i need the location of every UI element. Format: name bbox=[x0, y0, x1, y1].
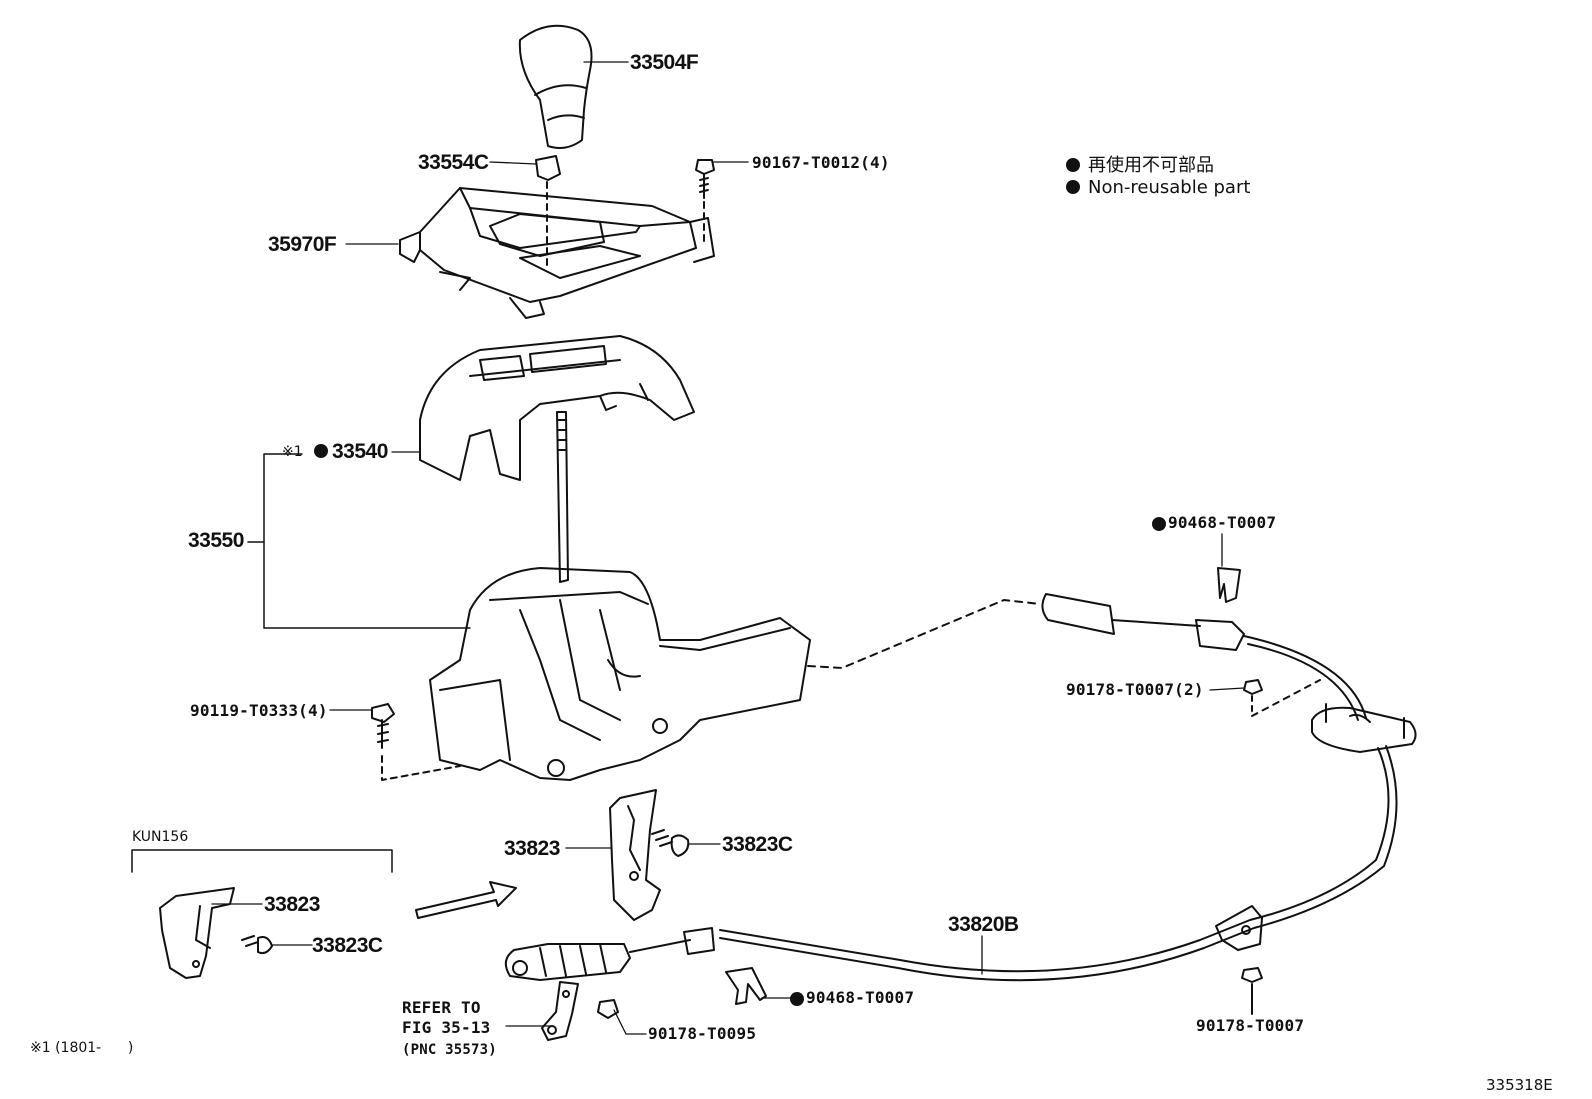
legend-japanese-text: 再使用不可部品 bbox=[1088, 155, 1214, 176]
non-reusable-dot-icon bbox=[790, 992, 804, 1006]
label-clip-bottom: 90468-T0007 bbox=[806, 988, 915, 1007]
legend-english-text: Non-reusable part bbox=[1088, 177, 1251, 198]
label-variant-bracket: 33823 bbox=[264, 893, 320, 916]
cable-end-lower bbox=[504, 927, 715, 981]
label-knob: 33504F bbox=[630, 51, 699, 74]
screw-33823c bbox=[651, 829, 690, 857]
leader-lines bbox=[211, 61, 1245, 1035]
cable-bracket-plate bbox=[1311, 703, 1417, 753]
label-nut-right: 90178-T0007(2) bbox=[1066, 680, 1204, 699]
label-cable: 33820B bbox=[948, 913, 1019, 936]
cable-end-upper bbox=[1041, 567, 1245, 651]
cable-clamp bbox=[1215, 905, 1263, 1015]
non-reusable-dot-icon bbox=[314, 444, 328, 458]
label-nut-bottom: 90178-T0095 bbox=[648, 1024, 757, 1043]
shift-knob bbox=[518, 24, 593, 149]
variant-bracket-line bbox=[131, 849, 393, 873]
shift-button bbox=[535, 155, 561, 181]
label-variant-tag: KUN156 bbox=[132, 829, 189, 845]
shift-rod bbox=[556, 411, 569, 583]
label-note-mark: ※1 bbox=[282, 444, 303, 460]
bracket-33823 bbox=[609, 789, 661, 921]
bolt-90119 bbox=[371, 703, 461, 781]
nut-90178-upper bbox=[1243, 679, 1321, 717]
label-variant-screw: 33823C bbox=[312, 934, 383, 957]
non-reusable-dot-icon bbox=[1152, 517, 1166, 531]
refer-bracket bbox=[541, 981, 579, 1041]
shift-cover bbox=[419, 335, 695, 481]
label-lever-assy: 33550 bbox=[188, 529, 244, 552]
clip-lower bbox=[725, 967, 767, 1005]
direction-arrow bbox=[415, 881, 517, 919]
label-refer-line3: (PNC 35573) bbox=[402, 1042, 497, 1058]
label-figure-id: 335318E bbox=[1486, 1076, 1553, 1094]
non-reusable-dot-icon bbox=[1066, 180, 1080, 194]
nut-90178-lower bbox=[597, 999, 619, 1019]
label-button: 33554C bbox=[418, 151, 489, 174]
label-footnote: ※1 (1801- ) bbox=[30, 1040, 134, 1056]
label-refer-line1: REFER TO bbox=[402, 998, 481, 1017]
variant-bracket bbox=[159, 887, 235, 979]
non-reusable-dot-icon bbox=[1066, 158, 1080, 172]
label-bolt-left: 90119-T0333(4) bbox=[190, 701, 328, 720]
label-clip-top: 90468-T0007 bbox=[1168, 513, 1277, 532]
label-screw-top: 90167-T0012(4) bbox=[752, 153, 890, 172]
label-indicator-housing: 35970F bbox=[268, 233, 337, 256]
label-nut-bottom-right: 90178-T0007 bbox=[1196, 1016, 1305, 1035]
variant-screw bbox=[241, 935, 273, 955]
label-bracket-screw: 33823C bbox=[722, 833, 793, 856]
label-refer-line2: FIG 35-13 bbox=[402, 1018, 491, 1037]
screw-90167 bbox=[695, 159, 715, 245]
legend-line-english: Non-reusable part bbox=[1066, 177, 1250, 198]
shift-lever-base bbox=[429, 567, 811, 781]
lever-assy-bracket bbox=[263, 453, 471, 629]
shift-cable bbox=[719, 635, 1398, 982]
label-bracket: 33823 bbox=[504, 837, 560, 860]
label-cover: 33540 bbox=[332, 440, 388, 463]
indicator-housing bbox=[399, 187, 715, 319]
legend-line-japanese: 再使用不可部品 bbox=[1066, 151, 1214, 177]
